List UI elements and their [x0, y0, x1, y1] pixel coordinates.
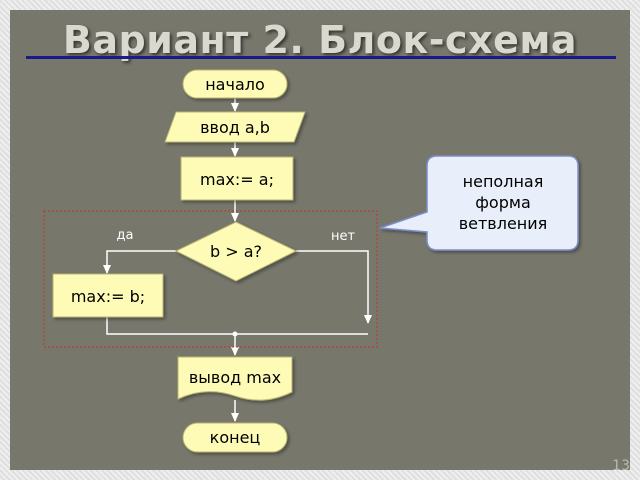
arrow-yes-branch	[103, 250, 176, 274]
decision-block	[174, 221, 298, 282]
input-label: ввод a,b	[200, 118, 270, 137]
branch-highlight-frame	[43, 210, 378, 348]
connectors	[103, 98, 372, 422]
output-block	[177, 356, 293, 401]
yes-label: да	[117, 228, 134, 243]
end-block	[182, 422, 288, 453]
assign-max-a-block	[180, 156, 294, 201]
slide-number: 13	[612, 458, 630, 474]
assign-max-b-label: max:= b;	[71, 287, 145, 306]
callout-line-2: форма	[475, 193, 531, 212]
start-block	[182, 69, 288, 99]
callout-line-1: неполная	[463, 172, 544, 191]
end-label: конец	[210, 428, 261, 447]
assign-max-a-label: max:= a;	[200, 170, 274, 189]
callout-bubble	[379, 155, 579, 251]
no-label: нет	[331, 229, 355, 244]
title-underline	[26, 56, 616, 59]
callout-line-3: ветвления	[459, 214, 548, 233]
decision-label: b > a?	[210, 242, 262, 261]
assign-max-b-block	[52, 273, 164, 318]
merge-dot	[232, 331, 238, 337]
slide-title: Вариант 2. Блок-схема	[62, 18, 578, 62]
output-label: вывод max	[189, 368, 281, 387]
arrow-no-branch	[296, 250, 372, 324]
input-block	[164, 111, 306, 143]
start-label: начало	[205, 75, 265, 94]
merge-line	[106, 317, 368, 335]
